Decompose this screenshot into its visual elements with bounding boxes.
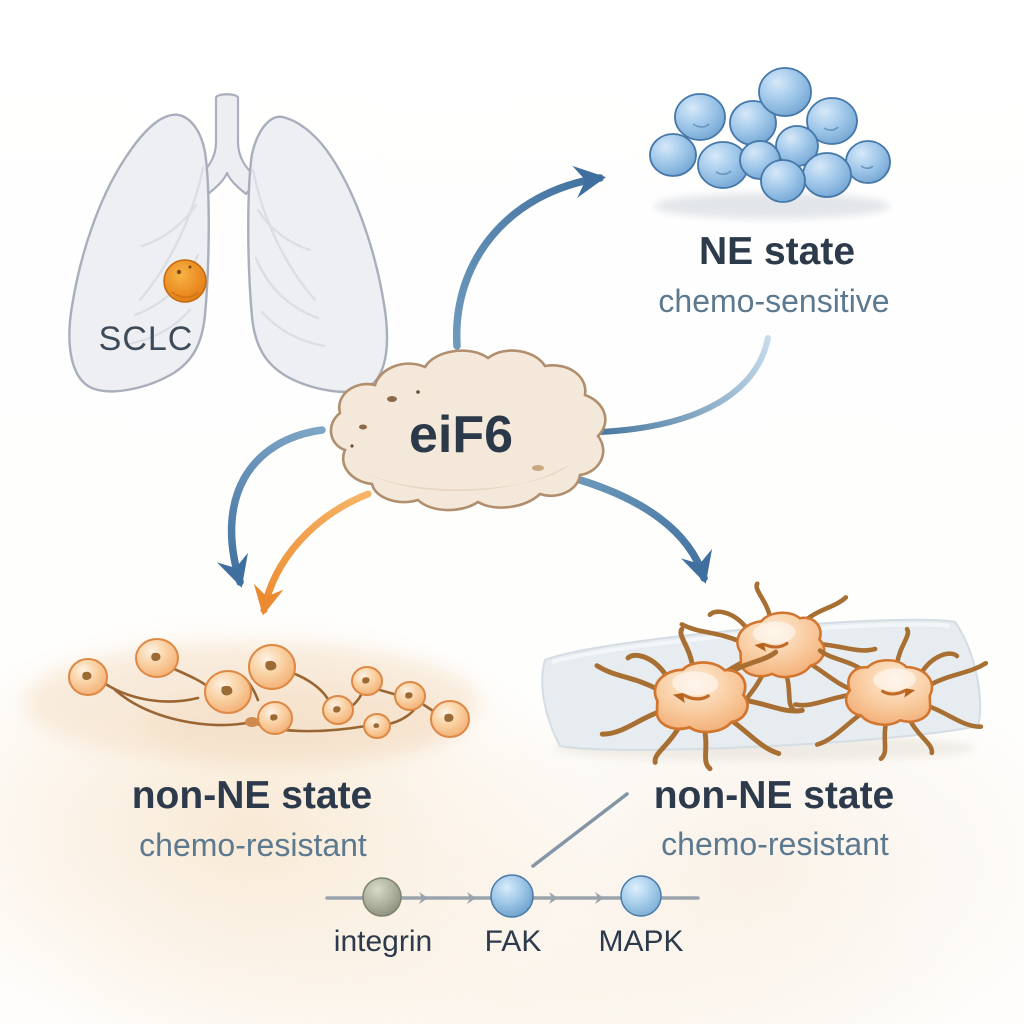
nonne-cell <box>248 644 296 690</box>
ne-state-subtitle: chemo-sensitive <box>658 283 889 319</box>
nonne-cell <box>363 713 391 739</box>
arrow-eif6-to-nonne-left-orange <box>253 490 372 616</box>
nonne-suspension-colony <box>68 638 470 739</box>
ne-cell <box>649 133 697 177</box>
nonne-cell <box>204 670 252 714</box>
nonne-cell <box>430 700 470 738</box>
cloud-speckles <box>350 390 544 471</box>
signaling-pathway <box>325 792 700 918</box>
nonne-left-subtitle: chemo-resistant <box>139 827 367 863</box>
ne-cell <box>674 93 726 141</box>
ne-state-title: NE state <box>699 230 855 273</box>
mapk-label: MAPK <box>598 925 683 958</box>
pathway-connector-line <box>531 792 629 868</box>
lungs-illustration <box>68 93 389 393</box>
ne-cell <box>802 152 852 198</box>
integrin-node <box>362 877 402 917</box>
right-lung <box>247 115 389 393</box>
integrin-label: integrin <box>334 925 432 958</box>
nonne-cell <box>257 701 293 735</box>
ne-cluster-shadow <box>654 193 890 219</box>
nonne-cell <box>68 658 108 696</box>
arrow-eif6-to-nonne-left-blue <box>216 426 326 588</box>
fak-label: FAK <box>485 925 542 958</box>
nonne-cell <box>351 666 383 696</box>
eif6-label: eiF6 <box>409 406 513 464</box>
arrow-eif6-to-ne <box>452 165 606 350</box>
arrow-eif6-to-nonne-right <box>566 473 713 584</box>
mapk-node <box>620 875 662 917</box>
sclc-label: SCLC <box>99 320 194 358</box>
nonne-cell <box>135 638 179 678</box>
tumor-icon <box>163 259 207 303</box>
curve-ne-to-eif6 <box>597 335 771 435</box>
arrows <box>216 165 771 616</box>
ne-cell <box>758 67 812 117</box>
fak-node <box>490 874 534 918</box>
ne-cell <box>806 97 858 145</box>
pathway-direction-ticks <box>419 892 604 904</box>
nonne-cell <box>394 681 426 711</box>
left-lung <box>68 113 210 393</box>
nonne-right-title: non-NE state <box>654 774 895 817</box>
ne-cell-cluster <box>649 67 891 203</box>
nonne-adherent-culture <box>541 578 989 772</box>
nonne-left-title: non-NE state <box>132 774 373 817</box>
ne-cell <box>845 140 891 184</box>
nonne-cell <box>322 695 354 725</box>
nonne-right-subtitle: chemo-resistant <box>661 826 889 862</box>
ne-cell <box>760 159 806 203</box>
eif6-cloud <box>329 349 607 512</box>
